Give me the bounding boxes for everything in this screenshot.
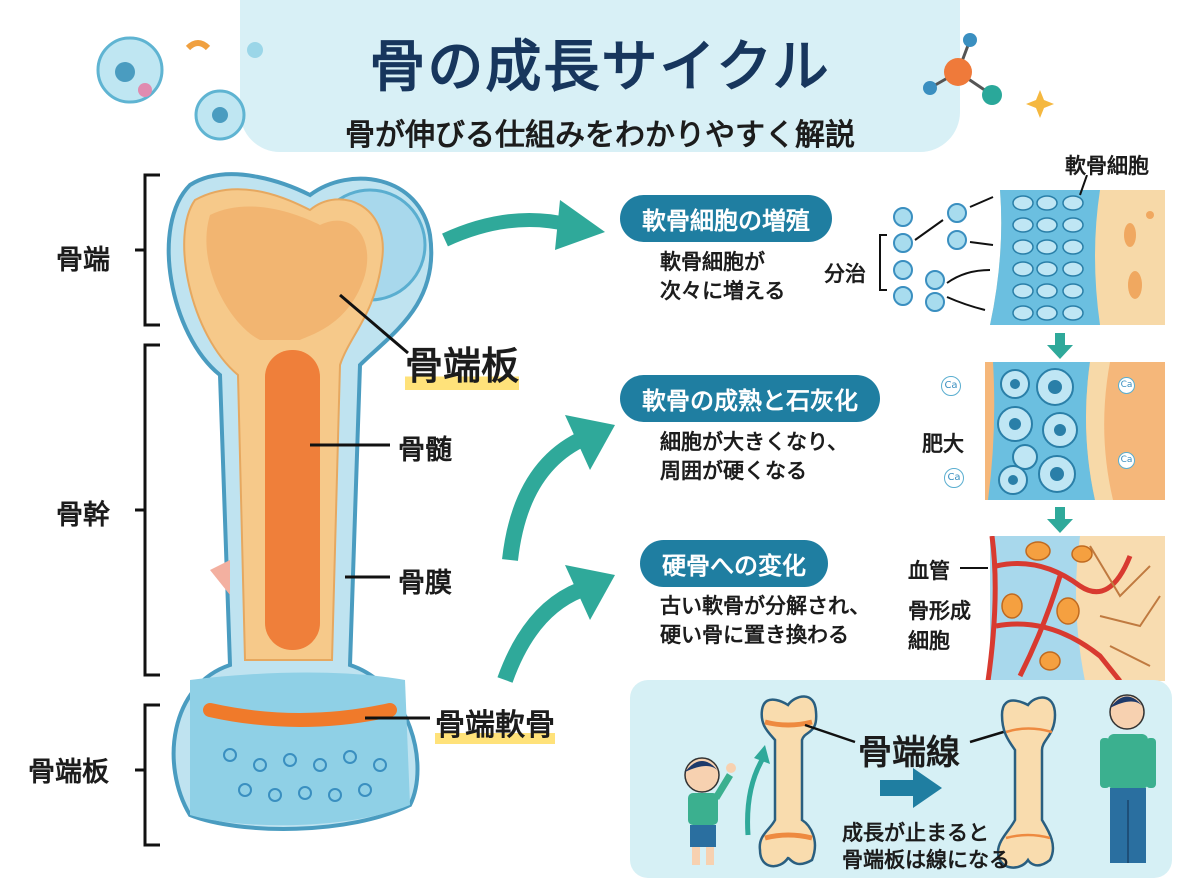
label-epiphysis: 骨端 <box>56 245 110 276</box>
step-title-ossification: 硬骨への変化 <box>640 540 828 587</box>
step-desc-proliferation: 軟骨細胞が次々に増える <box>660 250 786 303</box>
calcium-ion: Ca <box>1118 377 1135 394</box>
label-growth-plate-side: 骨端板 <box>28 757 109 788</box>
chondrocyte-division-illustration <box>879 175 1165 325</box>
step-title-proliferation: 軟骨細胞の増殖 <box>620 195 832 242</box>
label-epiphyseal-line: 骨端線 <box>858 733 960 773</box>
step-desc-maturation: 細胞が大きくなり、周囲が硬くなる <box>660 430 849 483</box>
hypertrophy-illustration <box>985 362 1165 500</box>
down-arrow-icon <box>1047 333 1073 359</box>
bone-cross-section-illustration <box>166 172 434 831</box>
growth-comparison-illustration <box>684 694 1156 869</box>
step-desc-ossification: 古い軟骨が分解され、硬い骨に置き換わる <box>660 594 871 647</box>
label-division: 分治 <box>824 262 866 286</box>
label-periosteum: 骨膜 <box>398 568 452 599</box>
header-banner <box>240 0 960 152</box>
label-diaphysis: 骨幹 <box>56 500 110 531</box>
curved-arrows-icon <box>442 200 615 683</box>
ossification-illustration <box>960 536 1165 681</box>
label-growth-plate: 骨端板 <box>405 335 520 390</box>
growth-line-panel <box>630 680 1172 878</box>
calcium-ion: Ca <box>944 468 964 488</box>
label-hypertrophy: 肥大 <box>922 432 964 456</box>
label-blood-vessel: 血管 <box>908 559 950 583</box>
down-arrow-icon <box>1047 507 1073 533</box>
label-chondrocyte: 軟骨細胞 <box>1065 154 1149 178</box>
decorative-molecule-icon <box>923 33 1054 118</box>
page-subtitle: 骨が伸びる仕組みをわかりやすく解説 <box>345 118 855 153</box>
decorative-cells-icon <box>96 36 263 141</box>
calcium-ion: Ca <box>1118 452 1135 469</box>
page-title: 骨の成長サイクル <box>369 35 831 100</box>
label-epiphyseal-cartilage: 骨端軟骨 <box>435 700 555 744</box>
label-marrow: 骨髄 <box>398 435 452 466</box>
label-osteoblast: 骨形成細胞 <box>908 599 971 653</box>
calcium-ion: Ca <box>941 376 961 396</box>
growth-stop-note: 成長が止まると骨端板は線になる <box>842 821 1010 872</box>
label-brackets <box>135 173 160 847</box>
step-title-maturation: 軟骨の成熟と石灰化 <box>620 375 880 422</box>
